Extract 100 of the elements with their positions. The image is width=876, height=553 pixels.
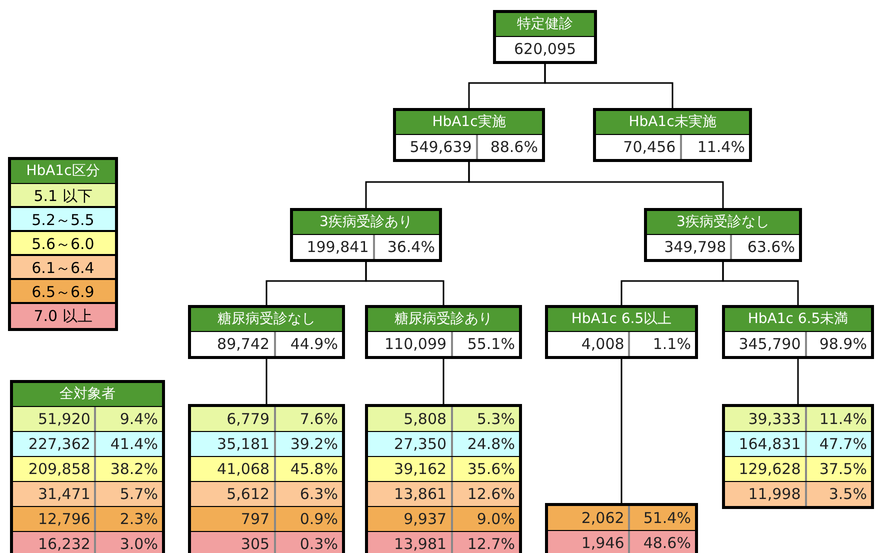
count-cell: 5,612 — [191, 482, 276, 506]
data-table — [365, 404, 522, 553]
title-bar: HbA1c実施 — [396, 111, 542, 135]
percent-cell: 48.6% — [630, 531, 695, 553]
data-table — [188, 404, 345, 553]
percent-cell: 2.3% — [96, 507, 162, 531]
percent-cell: 35.6% — [452, 457, 519, 481]
count-cell: 39,333 — [725, 407, 807, 431]
title-bar: 全対象者 — [13, 383, 162, 407]
percent-cell: 6.3% — [276, 482, 342, 506]
percent-cell: 51.4% — [630, 506, 695, 530]
percent-cell: 39.2% — [276, 432, 342, 456]
percent-cell: 5.3% — [452, 407, 519, 431]
data-table — [545, 503, 698, 553]
count-cell: 39,162 — [368, 457, 453, 481]
count-cell: 13,861 — [368, 482, 453, 506]
percent-cell: 3.5% — [806, 482, 871, 506]
count-value: 620,095 — [512, 39, 578, 60]
count-cell: 41,068 — [191, 457, 276, 481]
tree-node-box — [365, 305, 522, 359]
tree-node-box — [290, 208, 442, 262]
percent-value: 1.1% — [652, 334, 692, 355]
count-value: 199,841 — [293, 235, 375, 259]
percent-value: 88.6% — [489, 137, 539, 158]
title-bar: 糖尿病受診あり — [368, 308, 519, 332]
legend-label: 5.6～6.0 — [32, 235, 94, 253]
count-cell: 27,350 — [368, 432, 453, 456]
legend-title: HbA1c区分 — [11, 160, 115, 184]
count-cell: 5,808 — [368, 407, 453, 431]
title-bar: HbA1c未実施 — [596, 111, 749, 135]
count-cell: 13,981 — [368, 532, 453, 553]
percent-cell: 37.5% — [806, 457, 871, 481]
count-cell: 51,920 — [13, 407, 96, 431]
tree-node-box — [593, 108, 752, 162]
percent-cell: 38.2% — [96, 457, 162, 481]
percent-cell: 0.3% — [276, 532, 342, 553]
percent-cell: 9.4% — [96, 407, 162, 431]
count-cell: 797 — [191, 507, 276, 531]
title-bar: 糖尿病受診なし — [191, 308, 342, 332]
percent-value: 44.9% — [289, 334, 339, 355]
connector-line — [722, 262, 799, 305]
count-value: 110,099 — [368, 332, 453, 356]
percent-cell: 5.7% — [96, 482, 162, 506]
count-cell: 12,796 — [13, 507, 96, 531]
count-value: 70,456 — [596, 135, 682, 159]
count-cell: 1,946 — [548, 531, 630, 553]
connector-line — [468, 162, 724, 208]
title-bar: 3疾病受診あり — [293, 211, 439, 235]
count-cell: 31,471 — [13, 482, 96, 506]
count-value: 89,742 — [191, 332, 276, 356]
percent-value: 11.4% — [696, 137, 746, 158]
count-cell: 305 — [191, 532, 276, 553]
count-cell: 227,362 — [13, 432, 96, 456]
percent-cell: 12.7% — [452, 532, 519, 553]
connector-line — [797, 359, 799, 404]
tree-node-box — [644, 208, 802, 262]
count-cell: 164,831 — [725, 432, 807, 456]
legend-label: 6.1～6.4 — [32, 259, 94, 277]
tree-node-box — [493, 10, 597, 64]
percent-cell: 7.6% — [276, 407, 342, 431]
percent-value: 63.6% — [746, 237, 796, 258]
count-cell: 129,628 — [725, 457, 807, 481]
percent-value: 36.4% — [386, 237, 436, 258]
count-cell: 6,779 — [191, 407, 276, 431]
data-table — [10, 380, 165, 553]
connector-line — [266, 359, 268, 404]
percent-value: 98.9% — [818, 334, 868, 355]
connector-line — [365, 262, 444, 305]
percent-cell: 12.6% — [452, 482, 519, 506]
connector-line — [620, 359, 622, 503]
percent-cell: 41.4% — [96, 432, 162, 456]
percent-cell: 0.9% — [276, 507, 342, 531]
title-bar: HbA1c 6.5以上 — [548, 308, 695, 332]
count-cell: 35,181 — [191, 432, 276, 456]
percent-cell: 9.0% — [452, 507, 519, 531]
tree-node-box — [188, 305, 345, 359]
data-table — [722, 404, 874, 509]
percent-cell: 24.8% — [452, 432, 519, 456]
count-value: 349,798 — [647, 235, 732, 259]
count-cell: 16,232 — [13, 532, 96, 553]
title-bar: 3疾病受診なし — [647, 211, 799, 235]
title-bar: HbA1c 6.5未満 — [725, 308, 871, 332]
tree-node-box — [545, 305, 698, 359]
percent-cell: 47.7% — [806, 432, 871, 456]
count-value: 549,639 — [396, 135, 478, 159]
percent-cell: 45.8% — [276, 457, 342, 481]
count-cell: 9,937 — [368, 507, 453, 531]
count-cell: 209,858 — [13, 457, 96, 481]
count-cell: 2,062 — [548, 506, 630, 530]
legend-label: 5.2～5.5 — [32, 211, 94, 229]
percent-cell: 11.4% — [806, 407, 871, 431]
tree-node-box — [722, 305, 874, 359]
legend-label: 6.5～6.9 — [32, 283, 94, 301]
count-value: 345,790 — [725, 332, 807, 356]
legend-label: 5.1 以下 — [34, 187, 92, 205]
count-cell: 11,998 — [725, 482, 807, 506]
percent-cell: 3.0% — [96, 532, 162, 553]
title-bar: 特定健診 — [496, 13, 594, 37]
connector-line — [442, 359, 444, 404]
legend-label: 7.0 以上 — [34, 307, 92, 325]
